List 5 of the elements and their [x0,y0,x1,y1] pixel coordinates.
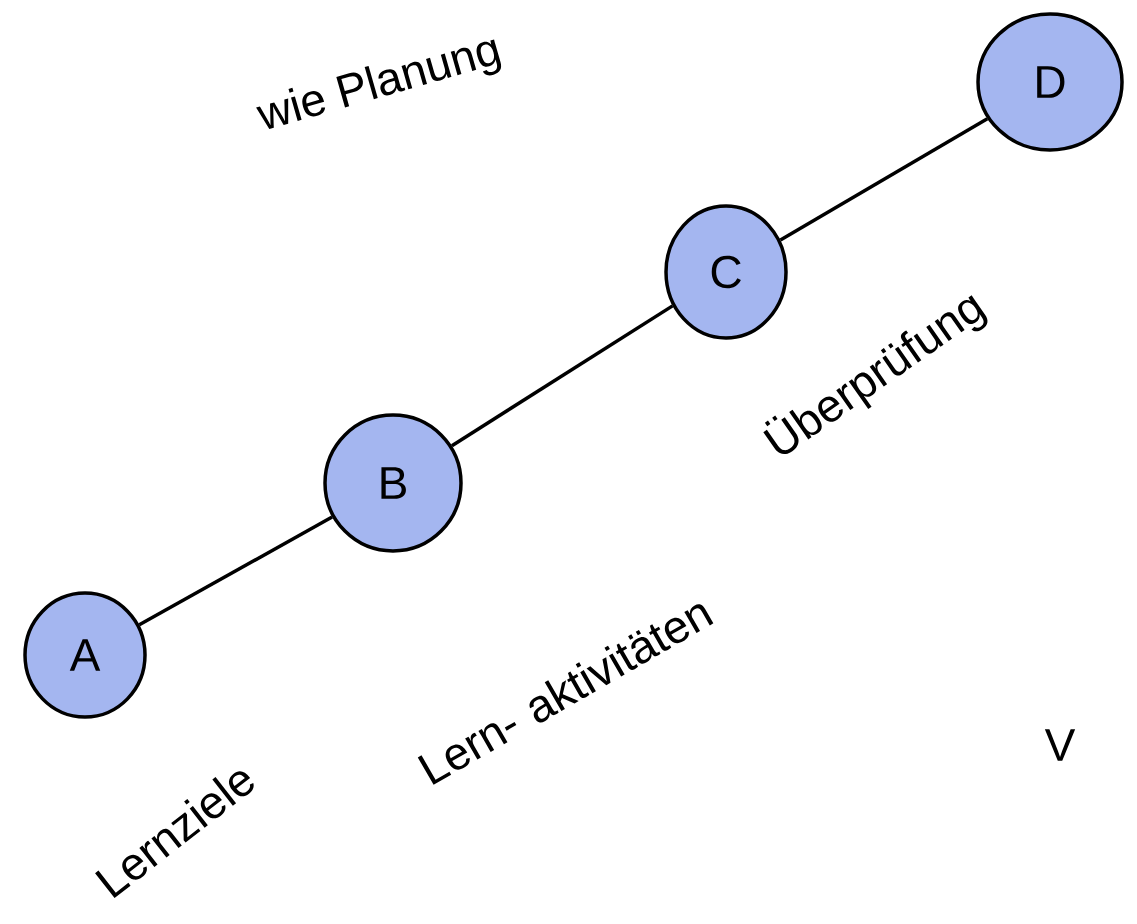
connector-line [451,304,674,448]
connector-line [779,117,989,242]
handwritten-note: wie Planung [256,39,502,130]
handwritten-note: V [1044,729,1076,761]
connector-line [138,515,333,627]
